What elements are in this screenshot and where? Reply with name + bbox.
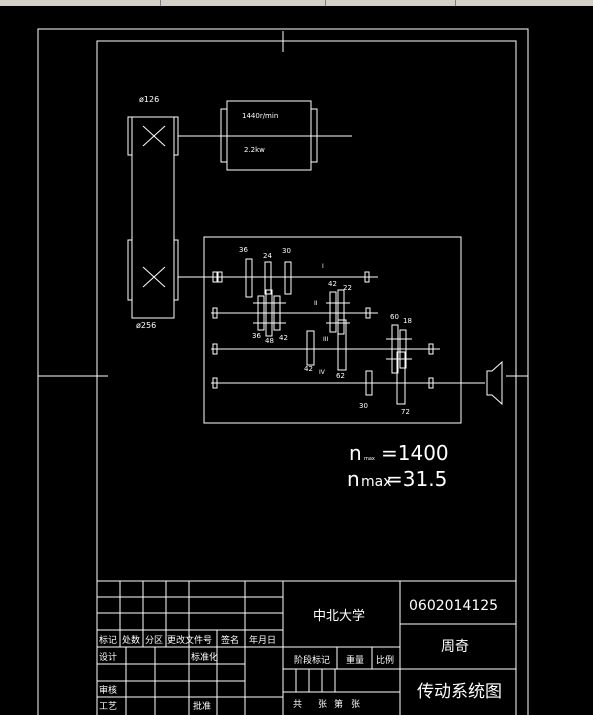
gear-label: 72: [401, 408, 410, 416]
gear-label: 36: [239, 246, 248, 254]
shaft-label-III: III: [323, 336, 329, 343]
row-process: 工艺: [99, 701, 117, 712]
nmin-annotation: n max =31.5: [347, 467, 447, 491]
stage-mark: 阶段标记: [294, 654, 330, 666]
outer-frame: [37, 28, 529, 715]
col-chushu: 处数: [122, 634, 140, 646]
svg-text:n: n: [347, 467, 360, 491]
large-pulley-label: ø256: [136, 321, 156, 330]
strip-separator: [160, 0, 161, 6]
title-block: [97, 580, 516, 715]
gear-label: 62: [336, 372, 345, 380]
drawing-title: 传动系统图: [417, 682, 502, 702]
shaft-IV: [211, 351, 503, 406]
svg-text:=1400: =1400: [381, 441, 449, 465]
col-sign: 签名: [221, 634, 239, 646]
motor: [220, 100, 352, 171]
weight: 重量: [346, 654, 364, 666]
row-review: 审核: [99, 684, 117, 696]
gearbox-housing: [203, 236, 462, 424]
gear-label: 30: [282, 247, 291, 255]
gear-label: 30: [359, 402, 368, 410]
author-name: 周奇: [441, 638, 469, 655]
sheet-unit-1: 张: [318, 699, 327, 710]
sheet-page: 第: [334, 698, 343, 710]
col-date: 年月日: [249, 634, 276, 646]
shaft-I: [178, 258, 378, 298]
shaft-II: [211, 289, 378, 337]
motor-power-label: 2.2kw: [244, 146, 265, 154]
strip-separator: [455, 0, 456, 6]
gear-label: 42: [279, 334, 288, 342]
row-standardize: 标准化: [191, 651, 218, 663]
drawing-number: 0602014125: [409, 598, 498, 614]
motor-speed-label: 1440r/min: [242, 112, 278, 120]
gear-label: 24: [263, 252, 272, 260]
row-approve: 批准: [193, 700, 211, 712]
svg-text:n: n: [349, 441, 362, 465]
gear-label: 36: [252, 332, 261, 340]
gear-label: 60: [390, 313, 399, 321]
gear-label: 42: [328, 280, 337, 288]
belt-drive: [127, 116, 225, 319]
gear-label: 48: [265, 337, 274, 345]
col-biaoji: 标记: [99, 634, 117, 646]
window-top-strip: [0, 0, 593, 6]
shaft-label-I: I: [322, 263, 324, 270]
small-pulley-label: ø126: [139, 95, 159, 104]
shaft-III: [211, 319, 440, 374]
col-change-no: 更改文件号: [167, 634, 212, 646]
row-design: 设计: [99, 651, 117, 663]
nmax-annotation: n max =1400: [349, 441, 449, 465]
svg-text:max: max: [364, 456, 375, 462]
strip-separator: [325, 0, 326, 6]
inner-frame: [96, 40, 517, 715]
svg-text:=31.5: =31.5: [386, 467, 447, 491]
col-fenqu: 分区: [145, 635, 163, 646]
school-name: 中北大学: [313, 608, 365, 624]
gear-label: 22: [343, 284, 352, 292]
sheet-unit-2: 张: [351, 699, 360, 710]
gear-label: 42: [304, 365, 313, 373]
scale: 比例: [376, 654, 394, 666]
sheet-total: 共: [293, 699, 302, 710]
gear-label: 18: [403, 317, 412, 325]
shaft-label-IV: IV: [319, 369, 326, 376]
svg-text:max: max: [361, 474, 392, 490]
shaft-label-II: II: [314, 300, 318, 307]
spindle-output: [486, 360, 503, 406]
